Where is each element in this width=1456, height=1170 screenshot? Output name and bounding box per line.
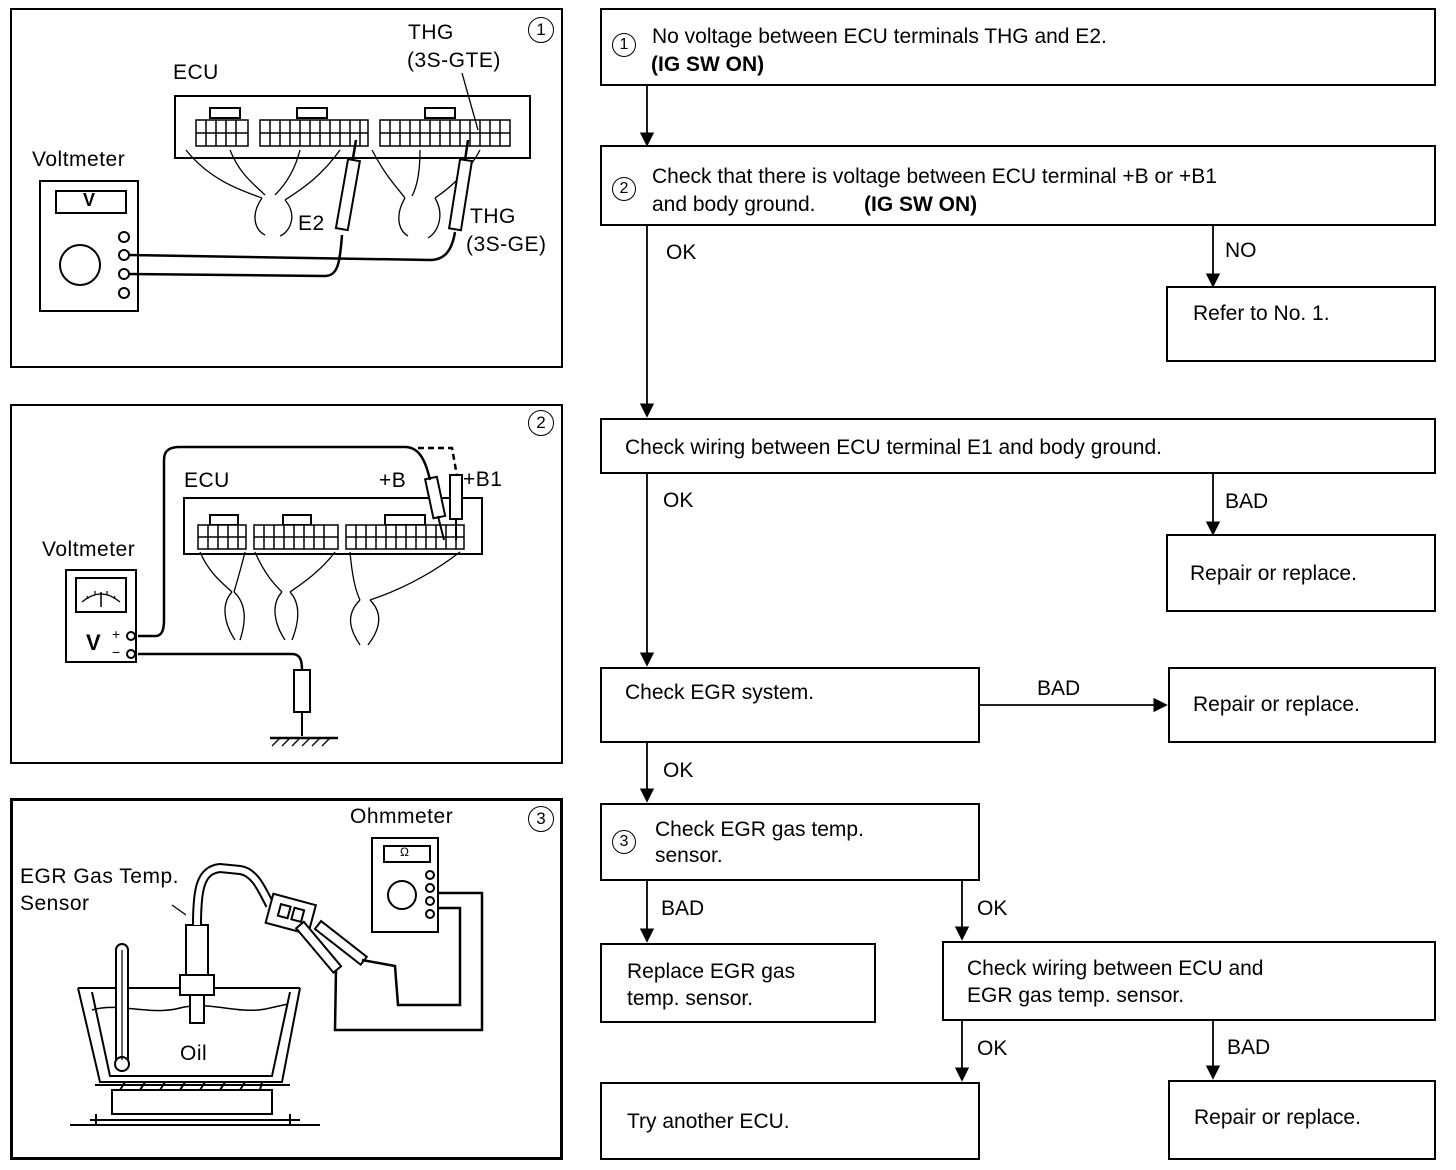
wiring-ok-label: OK (663, 489, 694, 512)
step3-box (600, 803, 980, 881)
step1-text: No voltage between ECU terminals THG and… (652, 25, 1107, 48)
repair-box-1 (1166, 534, 1436, 612)
panel1-thg-bottom-label: THG (470, 205, 516, 228)
final-ok-label: OK (977, 1037, 1008, 1060)
repair-text-3: Repair or replace. (1194, 1106, 1361, 1129)
try-ecu-text: Try another ECU. (627, 1110, 790, 1133)
panel-number-badge-1: 1 (528, 17, 554, 43)
ohmmeter (371, 837, 439, 933)
thermometer (114, 943, 130, 1072)
step3-ok-label: OK (977, 897, 1008, 920)
step2-box (600, 145, 1436, 226)
wiring-e1-text: Check wiring between ECU terminal E1 and… (625, 436, 1162, 459)
replace-sensor-text: Replace EGR gas (627, 960, 796, 983)
panel1-thg-variant-label: (3S-GTE) (407, 49, 501, 72)
panel2-plus-sign: + (112, 626, 121, 642)
step3-text-line2: sensor. (655, 844, 723, 867)
repair-text-2: Repair or replace. (1193, 693, 1360, 716)
panel3-sensor-label-line1: EGR Gas Temp. (20, 865, 179, 888)
test-probes-3 (294, 891, 484, 1032)
final-bad-label: BAD (1227, 1036, 1271, 1059)
panel3-sensor-label-line2: Sensor (20, 892, 90, 915)
wiring-bad-label: BAD (1225, 490, 1269, 513)
panel3-ohmmeter-label: Ohmmeter (350, 805, 454, 828)
panel2-ecu-label: ECU (184, 469, 230, 492)
voltmeter-1 (39, 180, 139, 312)
step3-text: Check EGR gas temp. (655, 818, 864, 841)
wiring-sensor-text-line2: EGR gas temp. sensor. (967, 984, 1185, 1007)
panel2-voltmeter-label: Voltmeter (42, 538, 136, 561)
egr-gas-temp-sensor (171, 862, 275, 1024)
wiring-e1-box (600, 418, 1436, 474)
refer-box (1166, 286, 1436, 362)
egr-bad-label: BAD (1037, 677, 1081, 700)
panel1-voltmeter-label: Voltmeter (32, 148, 126, 171)
voltmeter-2 (65, 569, 137, 663)
wiring-sensor-text: Check wiring between ECU and (967, 957, 1264, 980)
panel1-thg-bottom-variant-label: (3S-GE) (466, 233, 547, 256)
step2-text: Check that there is voltage between ECU … (652, 165, 1217, 188)
try-ecu-box (600, 1082, 980, 1160)
test-leads-2 (138, 445, 432, 671)
step3-number: 3 (612, 830, 636, 854)
test-probes-2 (423, 474, 463, 541)
panel-number-badge-3: 3 (528, 806, 554, 832)
replace-sensor-box (600, 943, 876, 1023)
step2-number: 2 (612, 177, 636, 201)
panel1-thg-label: THG (408, 21, 454, 44)
panel2-minus-sign: − (112, 644, 121, 660)
step2-text-line2: and body ground. (652, 193, 816, 216)
replace-sensor-text-line2: temp. sensor. (627, 987, 754, 1010)
step3-bad-label: BAD (661, 897, 705, 920)
panel2-plus-b-label: +B (379, 469, 407, 492)
step2-ok-label: OK (666, 241, 697, 264)
repair-box-3 (1168, 1080, 1436, 1160)
voltmeter-face-label: V (83, 190, 96, 210)
step2-no-label: NO (1225, 239, 1257, 262)
panel2-plus-b1-label: +B1 (463, 468, 503, 491)
thg-leader-line (461, 72, 479, 131)
panel-number-badge-2: 2 (528, 410, 554, 436)
repair-box-2 (1168, 667, 1436, 743)
panel2-meter-v-label: V (86, 630, 102, 655)
dashed-lead (418, 446, 459, 477)
wiring-sensor-box (942, 941, 1436, 1021)
burner (70, 1081, 320, 1126)
step2-condition: (IG SW ON) (864, 193, 978, 216)
egr-ok-label: OK (663, 759, 694, 782)
test-probes (334, 139, 474, 232)
ground-probe (270, 669, 338, 747)
egr-system-box (600, 667, 980, 743)
refer-text: Refer to No. 1. (1193, 302, 1330, 325)
repair-text-1: Repair or replace. (1190, 562, 1357, 585)
test-leads-1 (128, 231, 457, 278)
panel1-e2-label: E2 (298, 212, 325, 235)
step1-number: 1 (612, 33, 636, 57)
ohmmeter-face-label: Ω (400, 845, 410, 859)
panel1-ecu-label: ECU (173, 61, 219, 84)
ecu-connector-pins (195, 119, 511, 147)
step1-condition: (IG SW ON) (651, 53, 765, 76)
egr-system-text: Check EGR system. (625, 681, 815, 704)
step1-box (600, 8, 1436, 86)
panel3-oil-label: Oil (180, 1042, 208, 1065)
diagram-panel-3 (10, 798, 563, 1160)
